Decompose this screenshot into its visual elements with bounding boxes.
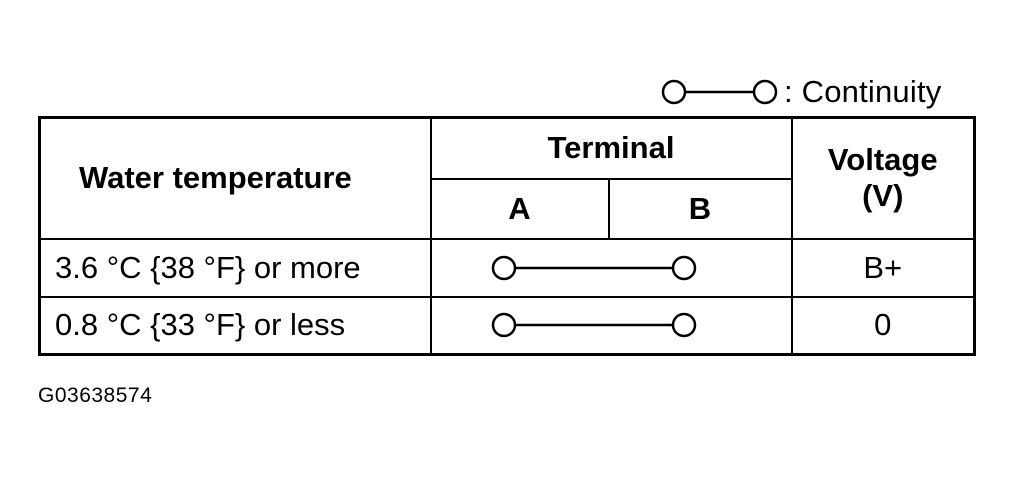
- header-voltage-line2: (V): [862, 178, 904, 214]
- header-voltage-line1: Voltage: [827, 142, 938, 178]
- table-row: 0.8 °C {33 °F} or less 0: [38, 295, 976, 356]
- continuity-symbol-icon: [491, 313, 696, 338]
- table-row: 3.6 °C {38 °F} or more B+: [38, 237, 976, 298]
- continuity-cell: [429, 295, 793, 356]
- header-terminal-b: B: [607, 177, 793, 240]
- voltage-cell: 0: [790, 295, 976, 356]
- header-terminal: Terminal: [429, 116, 793, 180]
- continuity-symbol-icon: [491, 255, 696, 280]
- header-terminal-a: A: [429, 177, 610, 240]
- continuity-cell: [429, 237, 793, 298]
- header-voltage: Voltage (V): [790, 116, 976, 240]
- header-water-temperature: Water temperature: [38, 116, 432, 240]
- voltage-cell: B+: [790, 237, 976, 298]
- figure-id: G03638574: [38, 384, 153, 407]
- continuity-legend: : Continuity: [660, 70, 941, 114]
- legend-label: : Continuity: [784, 74, 942, 109]
- continuity-table: Water temperature Terminal Voltage (V) A…: [38, 116, 976, 356]
- temperature-cell: 0.8 °C {33 °F} or less: [38, 295, 432, 356]
- continuity-symbol-icon: [661, 79, 778, 105]
- temperature-cell: 3.6 °C {38 °F} or more: [38, 237, 432, 298]
